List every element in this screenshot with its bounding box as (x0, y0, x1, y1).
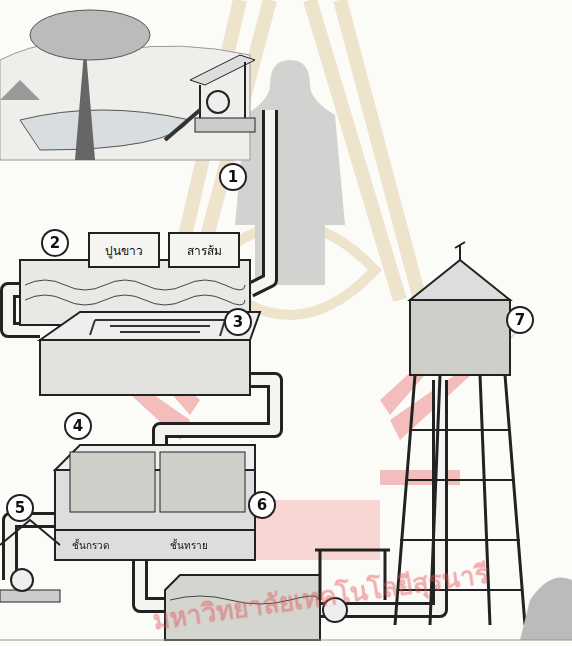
illustration-part (160, 452, 245, 512)
illustration-part (410, 260, 510, 300)
callout-number: 2 (43, 231, 67, 255)
pipes (8, 110, 440, 610)
box-text: สารส้ม (187, 241, 222, 260)
illustration-part (0, 520, 60, 545)
illustration-part (0, 80, 40, 100)
illustration-part (30, 10, 150, 60)
illustration-part (65, 413, 91, 439)
pump-house (0, 520, 60, 602)
illustration-part (455, 242, 465, 260)
part-label: ชั้นกรวด (72, 538, 109, 553)
illustration-part (40, 340, 250, 395)
landscape (0, 10, 250, 160)
ground-line (0, 640, 572, 641)
illustration-part (200, 62, 245, 120)
callout-number: 4 (66, 414, 90, 438)
illustration-part (235, 60, 345, 285)
illustration-part (70, 452, 155, 512)
illustration-part (55, 529, 255, 531)
chemical-box: สารส้ม (168, 232, 240, 268)
illustration-part (90, 320, 225, 336)
pump-house (165, 55, 255, 140)
illustration-part (25, 280, 245, 305)
illustration-part (165, 110, 200, 140)
illustration-part (195, 118, 255, 132)
illustration-part (11, 569, 33, 591)
callout-number: 6 (250, 493, 274, 517)
illustration-part (520, 578, 572, 641)
illustration-part (507, 307, 533, 333)
callout-circles (7, 164, 533, 521)
illustration-part (0, 42, 250, 160)
chemical-box: ปูนขาว (88, 232, 160, 268)
callout-number: 7 (508, 308, 532, 332)
illustration-part (207, 91, 229, 113)
illustration-part (7, 495, 33, 521)
illustration-part (250, 110, 270, 290)
pipe-inner (8, 110, 440, 610)
illustration-part (20, 110, 190, 150)
illustration-part (249, 492, 275, 518)
callout-number: 3 (226, 310, 250, 334)
illustration-part (250, 110, 270, 290)
part-label: ชั้นทราย (170, 538, 208, 553)
illustration-part (220, 164, 246, 190)
illustration-part (0, 590, 60, 602)
callout-number: 1 (221, 165, 245, 189)
illustration-part (410, 300, 510, 375)
illustration-part (225, 309, 251, 335)
callout-number: 5 (8, 496, 32, 520)
illustration-part (42, 230, 68, 256)
box-text: ปูนขาว (105, 241, 143, 260)
filter-tank (55, 445, 255, 560)
